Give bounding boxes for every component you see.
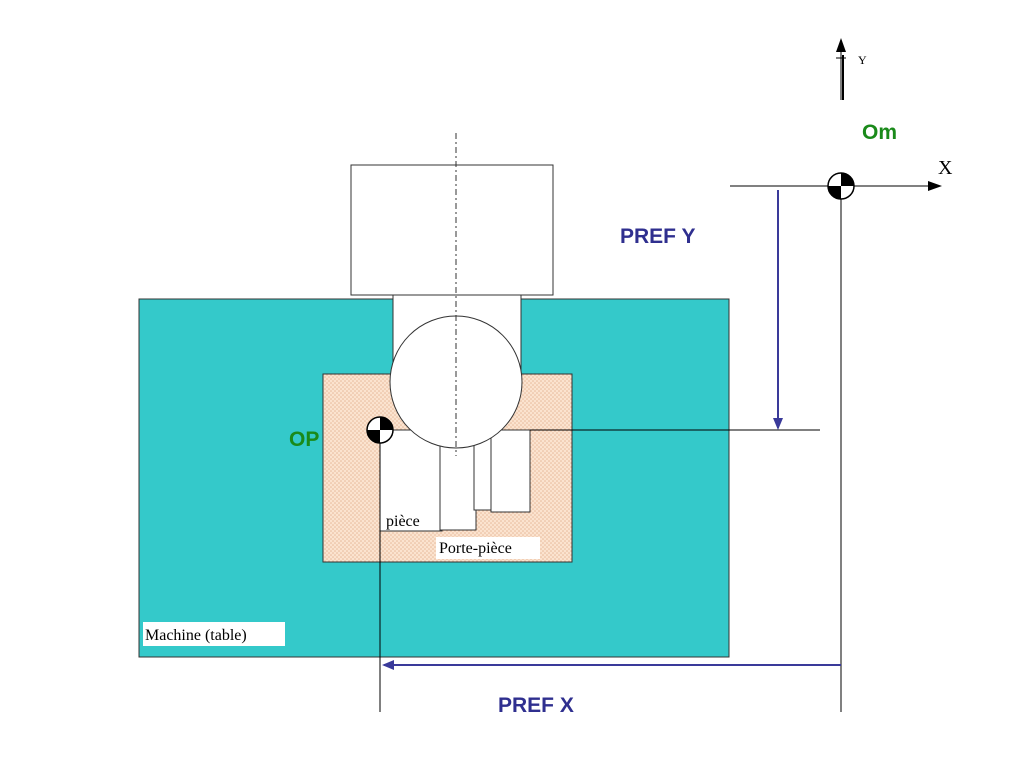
part-block-right	[490, 429, 531, 513]
table-label-bg	[143, 622, 285, 646]
x-axis-label: X	[938, 157, 953, 179]
machine-origin-icon	[827, 172, 855, 200]
pref-y-label: PREF Y	[620, 225, 695, 248]
part-label: pièce	[386, 513, 420, 530]
fixture-label-bg	[436, 537, 540, 559]
part-origin-icon	[366, 416, 394, 444]
machine-origin-label: Om	[862, 121, 897, 144]
spindle-head	[350, 164, 554, 296]
part-label-bg	[383, 510, 435, 530]
machine-table-label: Machine (table)	[145, 627, 247, 644]
y-axis-label: Y	[858, 53, 867, 67]
pref-x-label: PREF X	[498, 694, 574, 717]
part-origin-label: OP	[289, 428, 319, 451]
fixture-label: Porte-pièce	[439, 540, 512, 557]
